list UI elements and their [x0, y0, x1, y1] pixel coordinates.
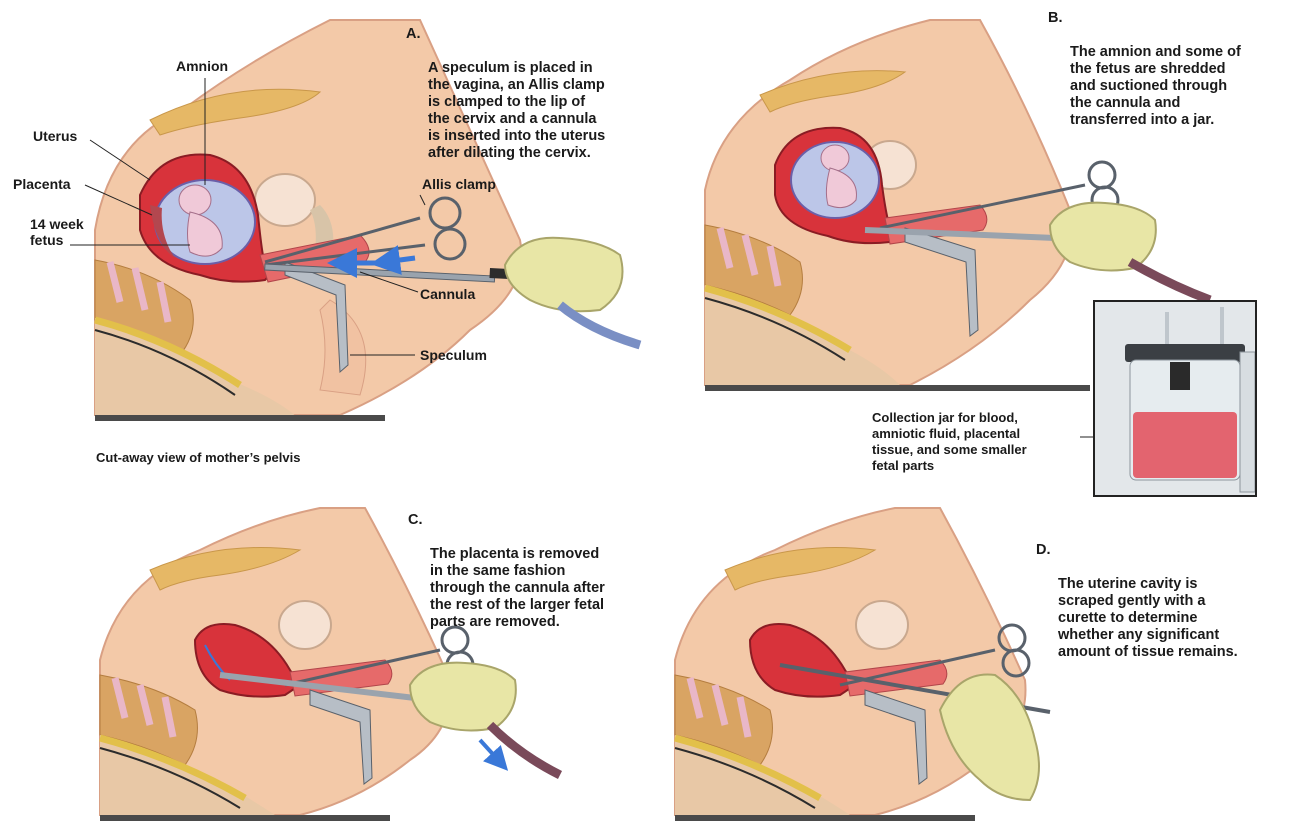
label-collection-jar: Collection jar for blood, amniotic fluid…	[872, 410, 1027, 474]
panel-c: C. The placenta is removed in the same f…	[0, 500, 650, 822]
caption-c-text: The placenta is removed in the same fash…	[430, 546, 605, 630]
floor-shadow	[705, 385, 1090, 391]
collection-jar-photo	[1093, 300, 1257, 497]
jar-cap-black	[1170, 362, 1190, 390]
label-cannula: Cannula	[420, 286, 475, 302]
bladder	[856, 601, 908, 649]
floor-shadow	[100, 815, 390, 821]
fetus-head	[821, 145, 849, 171]
jar-contents	[1133, 412, 1237, 478]
bladder	[255, 174, 315, 226]
caption-a-letter: A.	[406, 26, 421, 43]
label-uterus: Uterus	[33, 128, 77, 144]
gloved-hand	[1050, 203, 1156, 271]
fetus-head	[179, 185, 211, 215]
allis-clamp-ring-1	[1089, 162, 1115, 188]
label-fetus: 14 week fetus	[30, 216, 84, 248]
bladder	[279, 601, 331, 649]
caption-b: B. The amnion and some of the fetus are …	[1070, 10, 1241, 129]
suction-tubing	[490, 725, 560, 775]
label-amnion: Amnion	[176, 58, 228, 74]
label-placenta: Placenta	[13, 176, 71, 192]
floor-shadow	[675, 815, 975, 821]
label-allis-clamp: Allis clamp	[422, 176, 496, 192]
gloved-hand	[505, 238, 623, 312]
caption-a-text: A speculum is placed in the vagina, an A…	[428, 60, 605, 161]
caption-d-text: The uterine cavity is scraped gently wit…	[1058, 576, 1238, 660]
caption-b-letter: B.	[1048, 10, 1063, 27]
caption-c: C. The placenta is removed in the same f…	[430, 512, 605, 631]
caption-d: D. The uterine cavity is scraped gently …	[1058, 542, 1238, 661]
floor-shadow	[95, 415, 385, 421]
panel-a: A. A speculum is placed in the vagina, a…	[0, 0, 650, 480]
figure-footer: Cut-away view of mother’s pelvis	[96, 450, 300, 466]
caption-a: A. A speculum is placed in the vagina, a…	[428, 26, 605, 162]
caption-c-letter: C.	[408, 512, 423, 529]
label-speculum: Speculum	[420, 347, 487, 363]
panel-d: D. The uterine cavity is scraped gently …	[650, 500, 1293, 822]
jar-lid	[1125, 344, 1245, 362]
suction-tubing	[1130, 262, 1210, 300]
collection-jar-photo-art	[1095, 302, 1255, 495]
caption-b-text: The amnion and some of the fetus are shr…	[1070, 44, 1241, 128]
flow-arrow	[480, 740, 500, 762]
second-canister	[1240, 352, 1255, 492]
caption-d-letter: D.	[1036, 542, 1051, 559]
